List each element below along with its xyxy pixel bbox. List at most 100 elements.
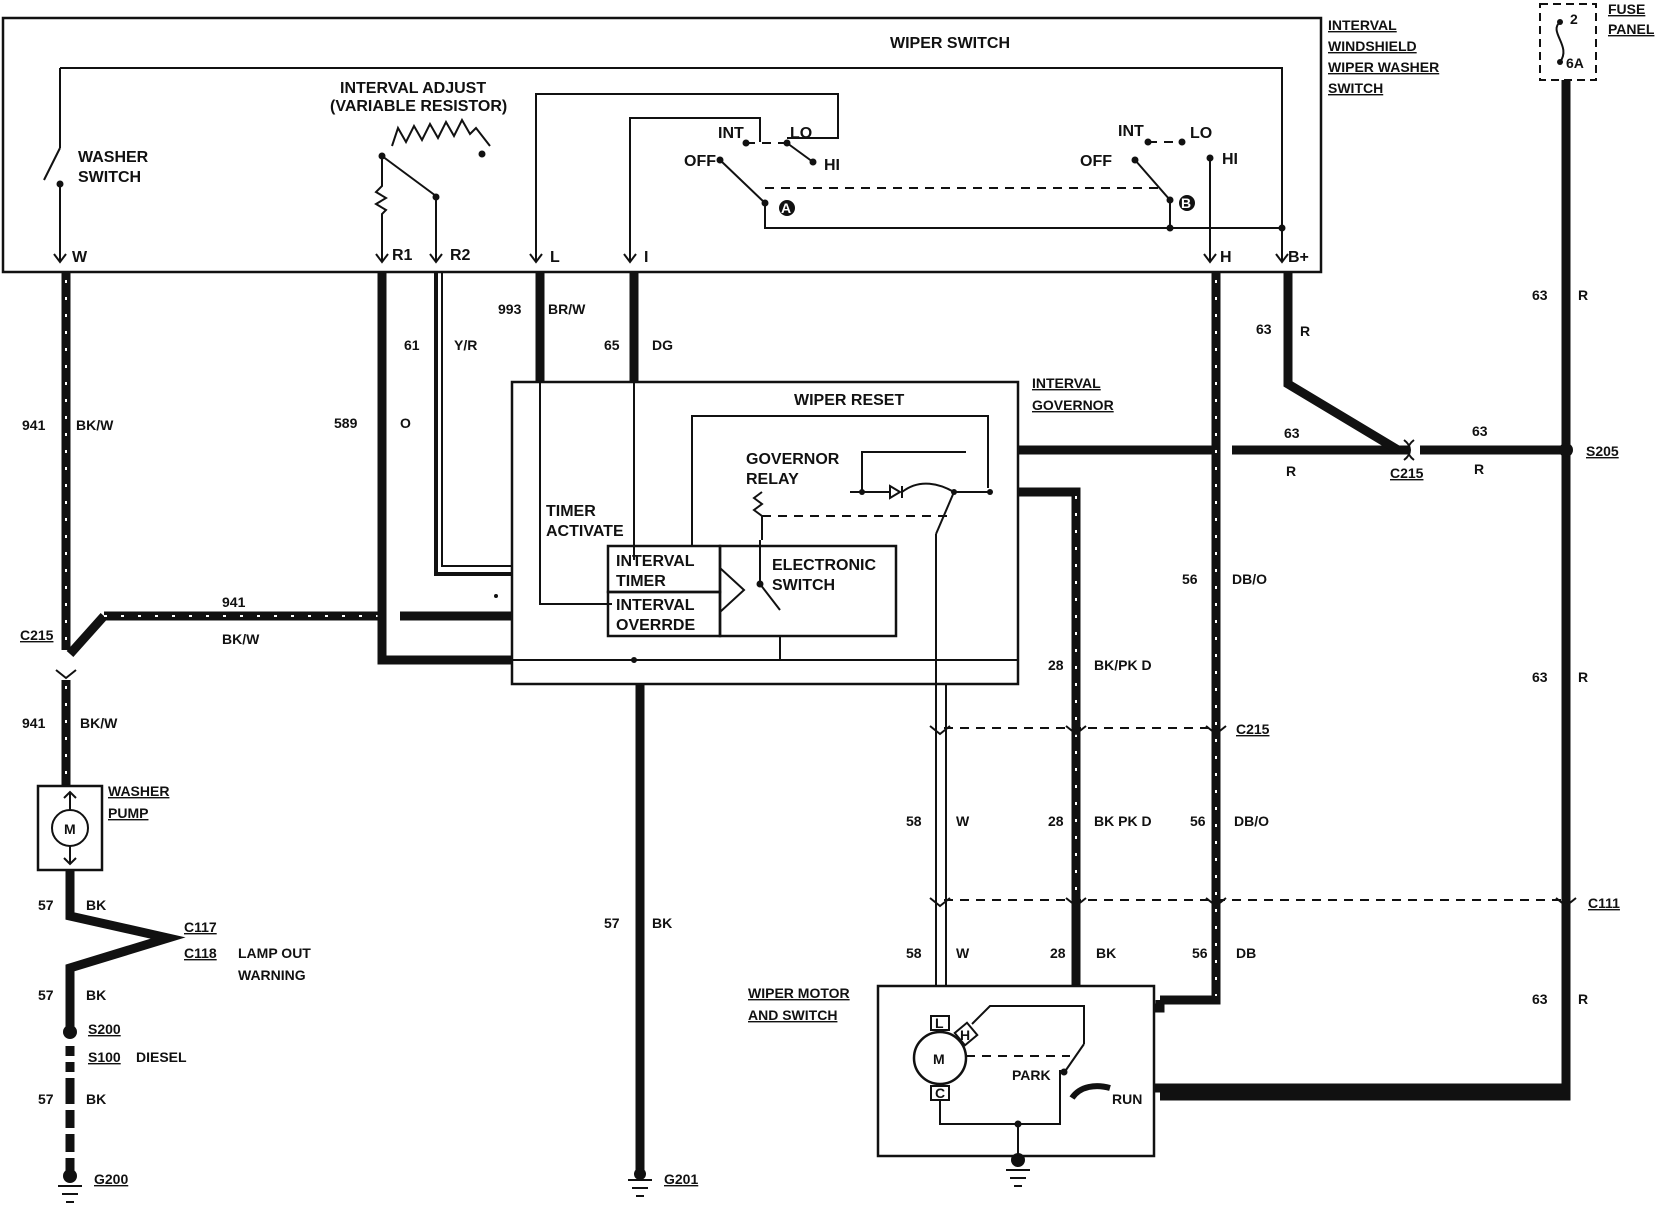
pump-m-label: M xyxy=(64,821,76,837)
wire-63-mid-color: R xyxy=(1578,669,1588,685)
wire-57-mid-number: 57 xyxy=(38,987,54,1003)
wire-28-mid-color: BK PK D xyxy=(1094,813,1152,829)
wire-65-number: 65 xyxy=(604,337,620,353)
wire-58-color: W xyxy=(956,813,970,829)
interval-switch-title: INTERVAL WINDSHIELD WIPER WASHER SWITCH xyxy=(1328,17,1439,96)
washer-switch-label-2: SWITCH xyxy=(78,169,141,186)
lamp-out-label-2: WARNING xyxy=(238,967,306,983)
connector-c215-right: C215 xyxy=(1236,721,1270,737)
wire-993-color: BR/W xyxy=(548,301,586,317)
wire-993-number: 993 xyxy=(498,301,522,317)
connector-c215-top: C215 xyxy=(1390,465,1424,481)
wire-63-bplus xyxy=(1283,272,1401,454)
washer-switch-label-1: WASHER xyxy=(78,149,149,166)
wire-63-low-number: 63 xyxy=(1532,991,1548,1007)
wire-63-fuse-color: R xyxy=(1578,287,1588,303)
wire-57-pump-number: 57 xyxy=(38,897,54,913)
wire-61 xyxy=(434,272,512,576)
wire-56-number: 56 xyxy=(1182,571,1198,587)
motor-h-label: H xyxy=(960,1027,970,1043)
resistor-zigzag xyxy=(391,117,491,147)
electronic-switch-label-1: ELECTRONIC xyxy=(772,557,876,574)
wire-28-number: 28 xyxy=(1048,657,1064,673)
wire-58 xyxy=(935,684,947,986)
wire-57-g201-color: BK xyxy=(652,915,672,931)
ground-symbol-motor xyxy=(1006,1153,1030,1187)
wire-941-pump-number: 941 xyxy=(22,715,46,731)
connector-c215-left: C215 xyxy=(20,627,54,643)
interval-override-label-2: OVERRDE xyxy=(616,617,695,634)
wire-941-pump-color: BK/W xyxy=(80,715,118,731)
run-label: RUN xyxy=(1112,1091,1142,1107)
wire-58-low-number: 58 xyxy=(906,945,922,961)
left-lo-label: LO xyxy=(790,125,812,142)
diesel-label: DIESEL xyxy=(136,1049,187,1065)
wire-589-number: 589 xyxy=(334,415,358,431)
point-a-label: A xyxy=(781,200,791,216)
interval-timer-label-1: INTERVAL xyxy=(616,553,695,570)
wire-56-low-number: 56 xyxy=(1192,945,1208,961)
terminal-r2: R2 xyxy=(450,247,471,264)
motor-c-label: C xyxy=(935,1085,945,1101)
terminal-h: H xyxy=(1220,249,1232,266)
electronic-switch-label-2: SWITCH xyxy=(772,577,835,594)
wire-56-low-color: DB xyxy=(1236,945,1256,961)
right-int-label: INT xyxy=(1118,123,1144,140)
wiper-switch-title: WIPER SWITCH xyxy=(890,35,1010,52)
park-label: PARK xyxy=(1012,1067,1051,1083)
ground-symbol-g200 xyxy=(58,1169,82,1203)
fuse-panel: 2 6A FUSE PANEL xyxy=(1539,1,1655,81)
wiper-reset-title: WIPER RESET xyxy=(794,392,904,409)
ground-symbol-g201 xyxy=(628,1179,652,1197)
washer-pump-label-2: PUMP xyxy=(108,805,148,821)
wire-63-fuse-feed xyxy=(1160,80,1571,1101)
wire-57-mid-color: BK xyxy=(86,987,106,1003)
wire-28 xyxy=(1018,487,1081,986)
ground-g200-label: G200 xyxy=(94,1171,128,1187)
wire-941-color: BK/W xyxy=(76,417,114,433)
wire-61-number: 61 xyxy=(404,337,420,353)
wire-58-number: 58 xyxy=(906,813,922,829)
wire-63-mid-number: 63 xyxy=(1532,669,1548,685)
wire-63-bplus-number: 63 xyxy=(1256,321,1272,337)
motor-l-label: L xyxy=(935,1015,944,1031)
terminal-r1: R1 xyxy=(392,247,413,264)
wire-63-bplus-color: R xyxy=(1300,323,1310,339)
wiper-motor-box: WIPER MOTOR AND SWITCH M L C H PARK RUN xyxy=(748,984,1156,1158)
connector-c117: C117 xyxy=(184,919,217,935)
washer-pump-label-1: WASHER xyxy=(108,783,169,799)
svg-text:SWITCH: SWITCH xyxy=(1328,80,1383,96)
lamp-out-label-1: LAMP OUT xyxy=(238,945,311,961)
wire-589-color: O xyxy=(400,415,411,431)
fuse-panel-label-2: PANEL xyxy=(1608,21,1655,37)
wiper-motor-label-1: WIPER MOTOR xyxy=(748,985,850,1001)
wire-63-fuse-number: 63 xyxy=(1532,287,1548,303)
splice-s200-dot xyxy=(63,1025,77,1039)
wire-28-low-number: 28 xyxy=(1050,945,1066,961)
wire-58-low-color: W xyxy=(956,945,970,961)
wiper-reset-box: WIPER RESET INTERVAL GOVERNOR GOVERNOR R… xyxy=(494,375,1114,686)
fuse-panel-label-1: FUSE xyxy=(1608,1,1645,17)
terminal-bplus: B+ xyxy=(1288,249,1309,266)
motor-m-label: M xyxy=(933,1051,945,1067)
terminal-w: W xyxy=(72,249,88,266)
ground-g201-label: G201 xyxy=(664,1171,698,1187)
fuse-number: 2 xyxy=(1570,11,1578,27)
wire-589 xyxy=(377,272,512,665)
wire-57-low-number: 57 xyxy=(38,1091,54,1107)
governor-relay-label-1: GOVERNOR xyxy=(746,451,840,468)
wire-57-low-color: BK xyxy=(86,1091,106,1107)
wire-28-color: BK/PK D xyxy=(1094,657,1152,673)
wiper-switch-box: WIPER SWITCH WASHER SWITCH INTERVAL ADJU… xyxy=(1,16,1323,274)
right-hi-label: HI xyxy=(1222,151,1238,168)
wire-941-h-color: BK/W xyxy=(222,631,260,647)
left-int-label: INT xyxy=(718,125,744,142)
wire-941-number: 941 xyxy=(22,417,46,433)
wire-63-gov-number: 63 xyxy=(1284,425,1300,441)
wire-63-gov-color: R xyxy=(1286,463,1296,479)
wire-57-pump xyxy=(65,870,186,1030)
timer-activate-label-2: ACTIVATE xyxy=(546,523,624,540)
wire-56-mid-number: 56 xyxy=(1190,813,1206,829)
svg-text:WINDSHIELD: WINDSHIELD xyxy=(1328,38,1417,54)
wire-56 xyxy=(1160,272,1221,1005)
